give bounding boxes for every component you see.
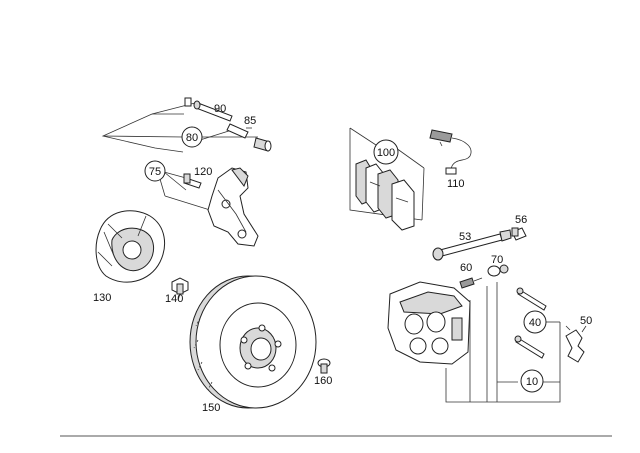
screw-160 — [317, 358, 331, 374]
callout-75: 75 — [144, 160, 166, 182]
bolt-120 — [183, 173, 202, 189]
guide-pin-53 — [432, 229, 512, 261]
label-50: 50 — [580, 315, 592, 327]
bushing-85 — [253, 137, 272, 152]
brake-disc-150 — [189, 275, 317, 409]
label-100: 100 — [377, 147, 395, 159]
bolt-90 — [184, 97, 233, 122]
label-70: 70 — [491, 254, 503, 266]
label-53: 53 — [459, 231, 471, 243]
label-90: 90 — [214, 103, 226, 115]
label-56: 56 — [515, 214, 527, 226]
wear-sensor-110 — [429, 129, 472, 175]
callout-10: 10 — [520, 369, 544, 393]
label-60: 60 — [460, 262, 472, 274]
dust-shield-130 — [95, 210, 166, 283]
leader-lines-80-75 — [101, 102, 258, 211]
label-130: 130 — [93, 292, 111, 304]
bolt-140 — [171, 277, 189, 301]
callout-100: 100 — [373, 139, 399, 165]
bleed-screw-60 — [459, 277, 483, 289]
label-150: 150 — [202, 402, 220, 414]
callout-40: 40 — [523, 310, 547, 334]
label-140: 140 — [165, 293, 183, 305]
cap-70 — [487, 264, 509, 277]
bolt-56 — [511, 227, 527, 241]
label-80: 80 — [186, 132, 198, 144]
label-85: 85 — [244, 115, 256, 127]
label-75: 75 — [149, 166, 161, 178]
label-10: 10 — [526, 376, 538, 388]
brake-caliper-10 — [387, 281, 471, 365]
label-120: 120 — [194, 166, 212, 178]
leader-lines-10-40 — [445, 282, 561, 403]
label-40: 40 — [529, 317, 541, 329]
label-110: 110 — [447, 178, 465, 190]
callout-80: 80 — [181, 126, 203, 148]
sleeve-85 — [226, 123, 249, 139]
spring-clip-50 — [565, 325, 587, 363]
label-160: 160 — [314, 375, 332, 387]
brake-pads-100 — [349, 127, 425, 231]
guide-pins-40 — [514, 287, 547, 359]
caliper-bracket — [207, 167, 259, 247]
